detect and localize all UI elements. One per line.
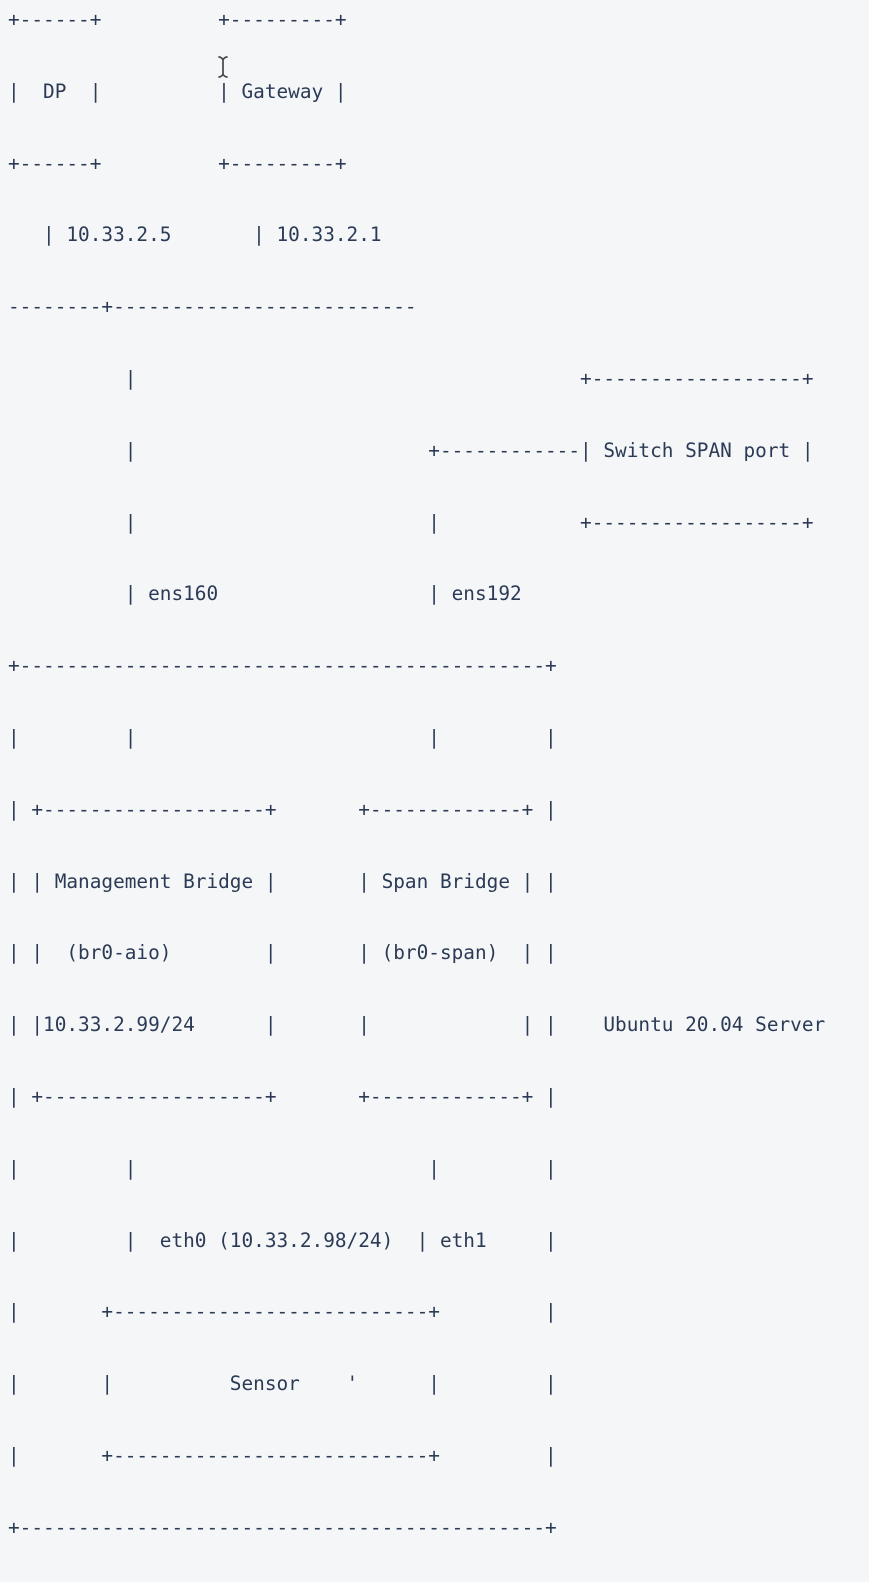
diagram-line: | | | | <box>8 1156 557 1180</box>
diagram-line: | DP | | Gateway | <box>8 79 347 103</box>
diagram-line: | +-------------------+ +-------------+ … <box>8 1084 557 1108</box>
diagram-line: | 10.33.2.5 | 10.33.2.1 <box>8 223 382 247</box>
diagram-line: --------+-------------------------- <box>8 295 417 319</box>
diagram-line: | +------------| Switch SPAN port | <box>8 438 814 462</box>
diagram-line: | |10.33.2.99/24 | | | | Ubuntu 20.04 Se… <box>8 1013 826 1037</box>
diagram-line: +------+ +---------+ <box>8 8 347 31</box>
diagram-line: | +---------------------------+ | <box>8 1443 557 1467</box>
diagram-line: | ens160 | ens192 <box>8 582 522 606</box>
diagram-line: | | +------------------+ <box>8 510 814 534</box>
diagram-line: +------+ +---------+ <box>8 151 347 175</box>
diagram-line: | +------------------+ <box>8 366 814 390</box>
diagram-line: +---------------------------------------… <box>8 654 557 678</box>
diagram-line: | | Sensor ' | | <box>8 1372 557 1396</box>
diagram-line: +---------------------------------------… <box>8 1515 557 1539</box>
diagram-line: | +---------------------------+ | <box>8 1300 557 1324</box>
diagram-line: | | (br0-aio) | | (br0-span) | | <box>8 941 557 965</box>
diagram-line: | | eth0 (10.33.2.98/24) | eth1 | <box>8 1228 557 1252</box>
diagram-line: | | | | <box>8 725 557 749</box>
diagram-line: | | Management Bridge | | Span Bridge | … <box>8 869 557 893</box>
ascii-network-diagram: +------+ +---------+ | DP | | Gateway | … <box>8 2 825 1582</box>
diagram-line: | +-------------------+ +-------------+ … <box>8 797 557 821</box>
